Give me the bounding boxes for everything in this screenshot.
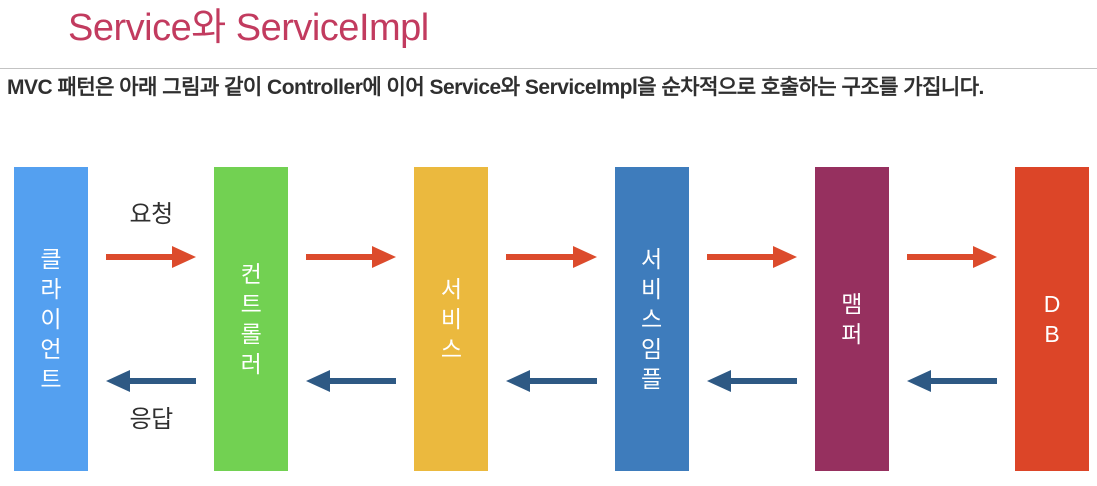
request-arrow-shaft bbox=[506, 254, 573, 260]
request-arrow-head bbox=[572, 246, 597, 268]
diagram-node-service-impl-char: 임 bbox=[641, 336, 663, 362]
diagram-node-controller-char: 러 bbox=[240, 351, 262, 377]
intro-text: MVC 패턴은 아래 그림과 같이 Controller에 이어 Service… bbox=[7, 76, 984, 99]
diagram-gap-3 bbox=[689, 167, 815, 471]
response-label: 응답 bbox=[129, 406, 174, 433]
diagram-node-service-impl-char: 플 bbox=[641, 366, 663, 392]
request-arrow bbox=[906, 246, 998, 268]
response-arrow-shaft bbox=[930, 378, 998, 384]
diagram-node-client-char: 클 bbox=[40, 246, 62, 272]
response-arrow-shaft bbox=[130, 378, 197, 384]
response-arrow-head bbox=[906, 370, 931, 392]
diagram-node-service-char: 스 bbox=[440, 336, 462, 362]
response-arrow-head bbox=[706, 370, 731, 392]
diagram-node-client-char: 이 bbox=[40, 306, 62, 332]
diagram-node-client-char: 언 bbox=[40, 336, 62, 362]
diagram-node-controller-char: 롤 bbox=[240, 321, 262, 347]
page-title: Service와 ServiceImpl bbox=[68, 7, 429, 49]
diagram-node-controller-char: 트 bbox=[240, 291, 262, 317]
diagram-node-service-impl-char: 스 bbox=[641, 306, 663, 332]
request-arrow-shaft bbox=[906, 254, 974, 260]
response-arrow bbox=[306, 370, 397, 392]
request-arrow bbox=[706, 246, 797, 268]
response-arrow bbox=[506, 370, 597, 392]
response-arrow-head bbox=[306, 370, 331, 392]
response-arrow bbox=[106, 370, 197, 392]
diagram-node-service-impl-char: 서 bbox=[641, 246, 663, 272]
request-arrow bbox=[106, 246, 197, 268]
page: Service와 ServiceImpl MVC 패턴은 아래 그림과 같이 C… bbox=[0, 4, 1097, 486]
request-arrow-head bbox=[372, 246, 397, 268]
response-arrow bbox=[906, 370, 998, 392]
diagram-node-client-char: 라 bbox=[40, 276, 62, 302]
request-arrow-shaft bbox=[106, 254, 173, 260]
diagram-node-mapper-char: 퍼 bbox=[841, 321, 863, 347]
response-arrow bbox=[706, 370, 797, 392]
diagram-node-db-char: D bbox=[1043, 291, 1061, 317]
diagram-node-service-char: 비 bbox=[440, 306, 462, 332]
response-arrow-head bbox=[506, 370, 531, 392]
diagram-gap-4 bbox=[889, 167, 1015, 471]
request-arrow bbox=[306, 246, 397, 268]
diagram-node-db-char: B bbox=[1044, 321, 1060, 347]
request-label: 요청 bbox=[129, 201, 174, 228]
request-arrow-shaft bbox=[706, 254, 773, 260]
diagram-gap-1 bbox=[288, 167, 414, 471]
diagram-gap-2 bbox=[488, 167, 614, 471]
request-arrow-head bbox=[172, 246, 197, 268]
diagram-node-client-char: 트 bbox=[40, 366, 62, 392]
title-divider bbox=[0, 68, 1097, 69]
request-arrow-shaft bbox=[306, 254, 373, 260]
response-arrow-shaft bbox=[330, 378, 397, 384]
response-arrow-shaft bbox=[730, 378, 797, 384]
diagram-node-controller-char: 컨 bbox=[240, 261, 262, 287]
diagram-node-service-char: 서 bbox=[440, 276, 462, 302]
request-arrow bbox=[506, 246, 597, 268]
request-arrow-head bbox=[772, 246, 797, 268]
diagram-node-service-impl-char: 비 bbox=[641, 276, 663, 302]
diagram-node-mapper-char: 맴 bbox=[841, 291, 863, 317]
request-arrow-head bbox=[973, 246, 998, 268]
response-arrow-head bbox=[106, 370, 130, 392]
response-arrow-shaft bbox=[530, 378, 597, 384]
